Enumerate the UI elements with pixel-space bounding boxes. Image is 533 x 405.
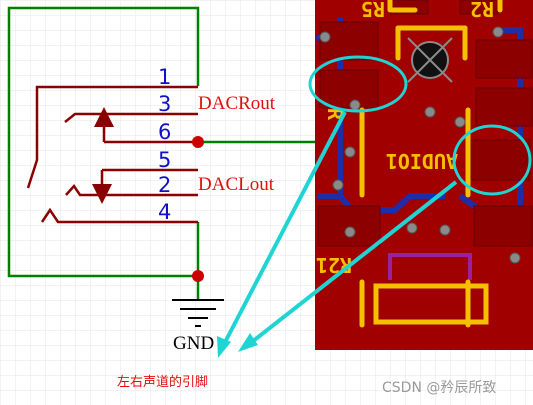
pcb-layout: AUDIO1 R5 R2 R R21 [314, 0, 533, 350]
pin-number-1: 1 [158, 65, 171, 89]
highlight-ellipse-right-channel [308, 55, 408, 113]
copper-pads [317, 0, 533, 247]
caption: 左右声道的引脚 [117, 374, 208, 390]
signal-label-dacrout: DACRout [198, 93, 276, 114]
junction-gnd [192, 270, 204, 282]
junction-pin6 [192, 136, 204, 148]
watermark: CSDN @矜辰所致 [382, 380, 496, 396]
silkscreen-lines [359, 0, 503, 328]
pcb-ref-top-right: R2 [470, 0, 494, 21]
ground-symbol [172, 299, 224, 327]
pin-number-5: 5 [158, 148, 171, 172]
ground-label: GND [173, 333, 214, 354]
pcb-ref-bottom: R21 [316, 253, 352, 277]
arrow-head-1 [217, 336, 231, 358]
pcb-component-label: AUDIO1 [386, 149, 458, 173]
audio-jack-symbol [26, 85, 198, 224]
keepout-outline [388, 253, 472, 280]
contact-pin1 [26, 85, 198, 189]
pin-number-2: 2 [158, 173, 171, 197]
contact-pin4 [40, 207, 198, 224]
arrow-line-2 [246, 180, 458, 347]
highlight-ellipse-left-channel [452, 124, 532, 196]
pin-number-3: 3 [158, 92, 171, 116]
pcb-ref-top-left: R5 [361, 0, 385, 21]
pin-number-6: 6 [158, 120, 171, 144]
arrow-line-1 [220, 111, 347, 349]
pin-number-4: 4 [158, 200, 171, 224]
contact-pin3 [64, 112, 198, 123]
signal-label-daclout: DACLout [198, 174, 275, 195]
contact-pin2 [65, 183, 198, 197]
ground-wire-loop [7, 6, 200, 278]
annotations [217, 55, 532, 358]
arrow-head-2 [238, 333, 258, 352]
schematic: 1 3 6 5 2 4 DACRout DACLout GND [7, 6, 318, 354]
